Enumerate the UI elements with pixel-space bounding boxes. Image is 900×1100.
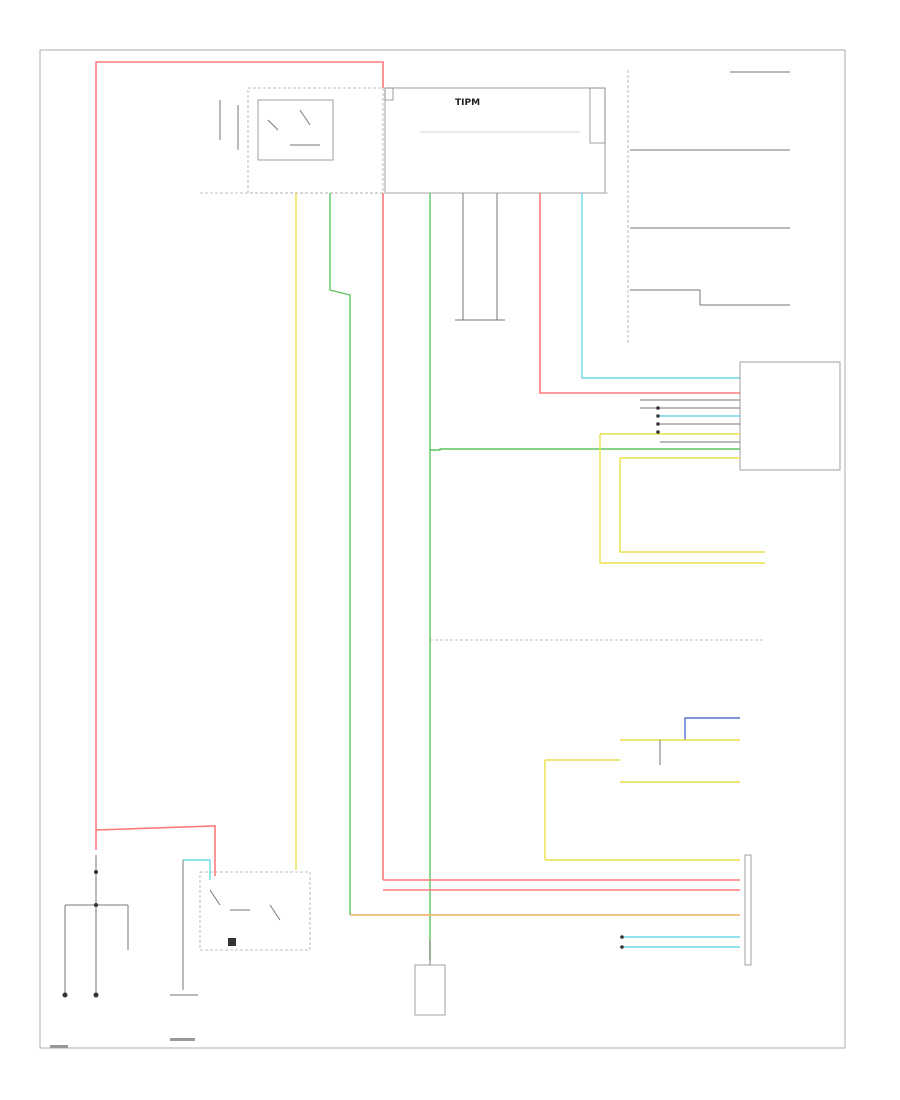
yellow-loop bbox=[599, 434, 765, 564]
cyan-wire-1 bbox=[581, 193, 740, 379]
tipm-module: TIPM bbox=[384, 87, 606, 194]
red-wire-3 bbox=[539, 193, 740, 394]
tipm-label: TIPM bbox=[455, 98, 480, 108]
diagram-border bbox=[39, 49, 846, 1049]
red-feed-wire bbox=[95, 61, 384, 850]
battery-section bbox=[62, 855, 129, 998]
footer-mark bbox=[50, 1045, 68, 1048]
body-controller-connector bbox=[430, 361, 841, 471]
relay-area bbox=[219, 87, 384, 194]
green-wire-1 bbox=[329, 193, 351, 915]
right-top-labels bbox=[627, 70, 790, 345]
pcm-connector bbox=[350, 717, 752, 966]
generator-section bbox=[170, 859, 311, 996]
footer-mark-2 bbox=[170, 1038, 195, 1041]
ground-connector bbox=[414, 940, 446, 1016]
